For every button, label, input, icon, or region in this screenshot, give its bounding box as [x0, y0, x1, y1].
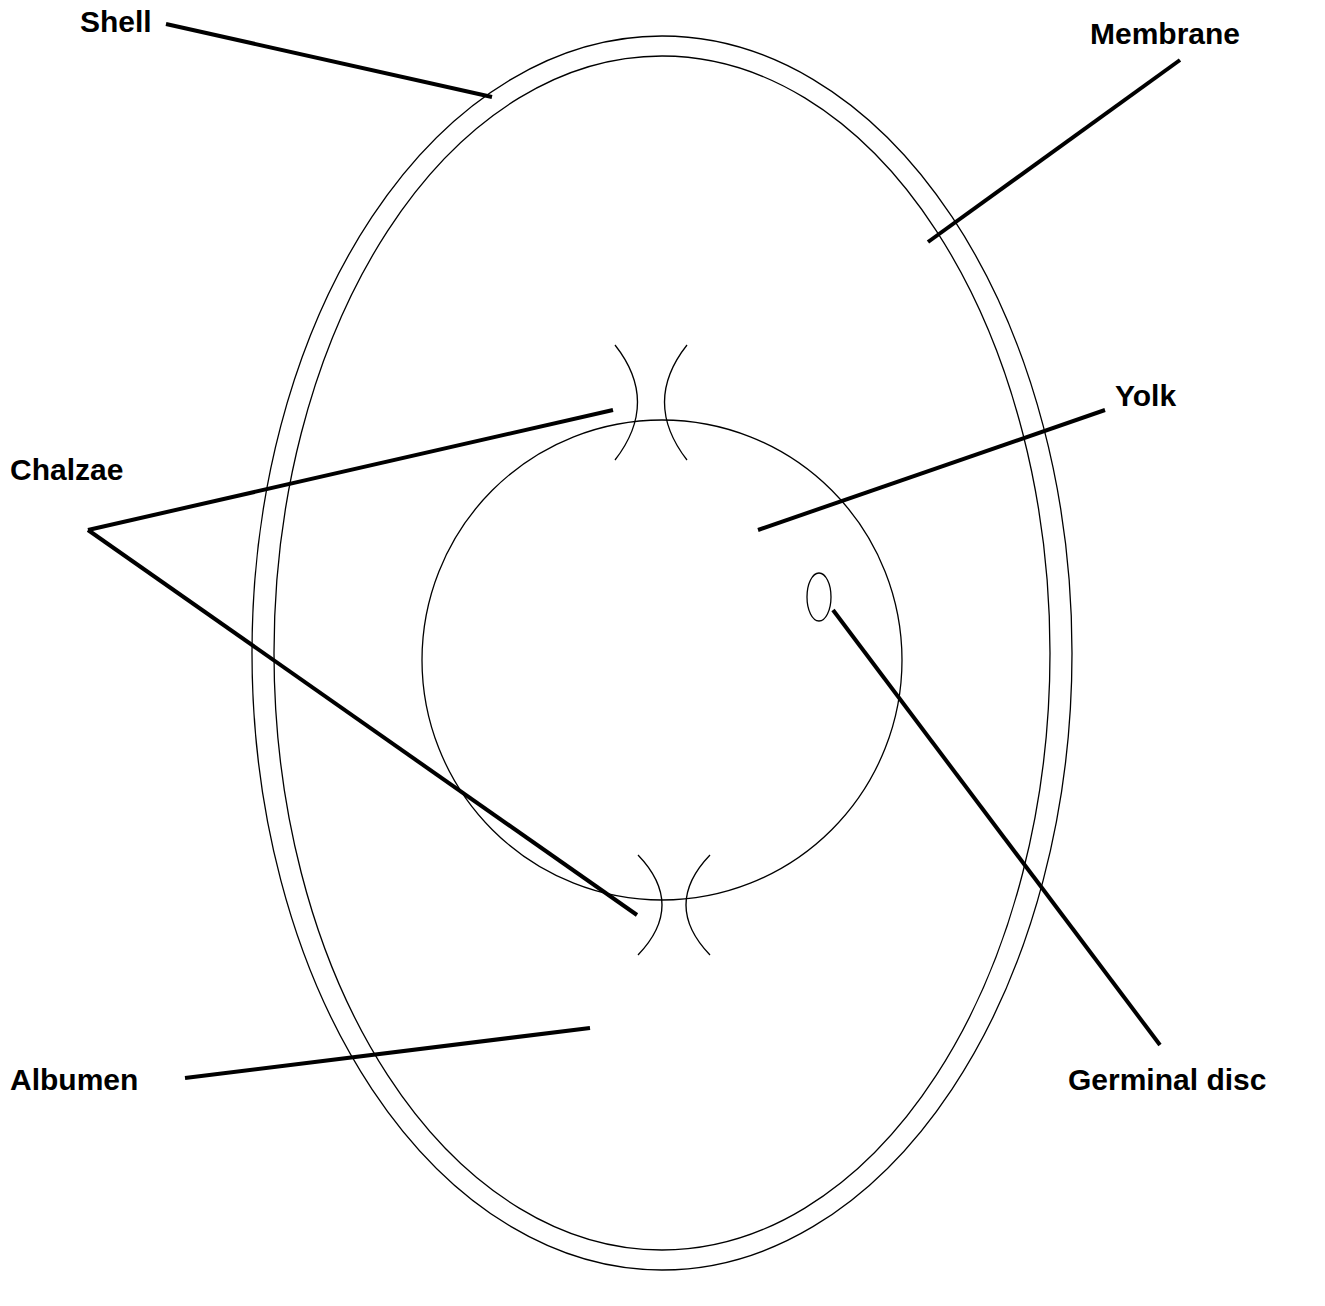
leader-line: [88, 530, 637, 915]
leader-line: [833, 610, 1160, 1045]
membrane-outline: [274, 56, 1050, 1250]
part-label: Germinal disc: [1068, 1062, 1266, 1098]
shell-outline: [252, 36, 1072, 1270]
part-label: Albumen: [10, 1062, 138, 1098]
chalaza-curve: [665, 345, 688, 460]
leader-line: [185, 1028, 590, 1078]
part-label: Yolk: [1115, 378, 1176, 414]
leader-line: [758, 410, 1105, 530]
chalaza-curve: [686, 855, 710, 955]
yolk-outline: [422, 420, 902, 900]
leader-line: [928, 60, 1180, 242]
chalaza-curve: [615, 345, 638, 460]
part-label: Shell: [80, 4, 152, 40]
leader-line: [166, 24, 492, 97]
part-label: Chalzae: [10, 452, 123, 488]
chalaza-curve: [638, 855, 662, 955]
germinal-disc-outline: [807, 573, 831, 621]
leader-line: [88, 410, 613, 530]
part-label: Membrane: [1090, 16, 1240, 52]
